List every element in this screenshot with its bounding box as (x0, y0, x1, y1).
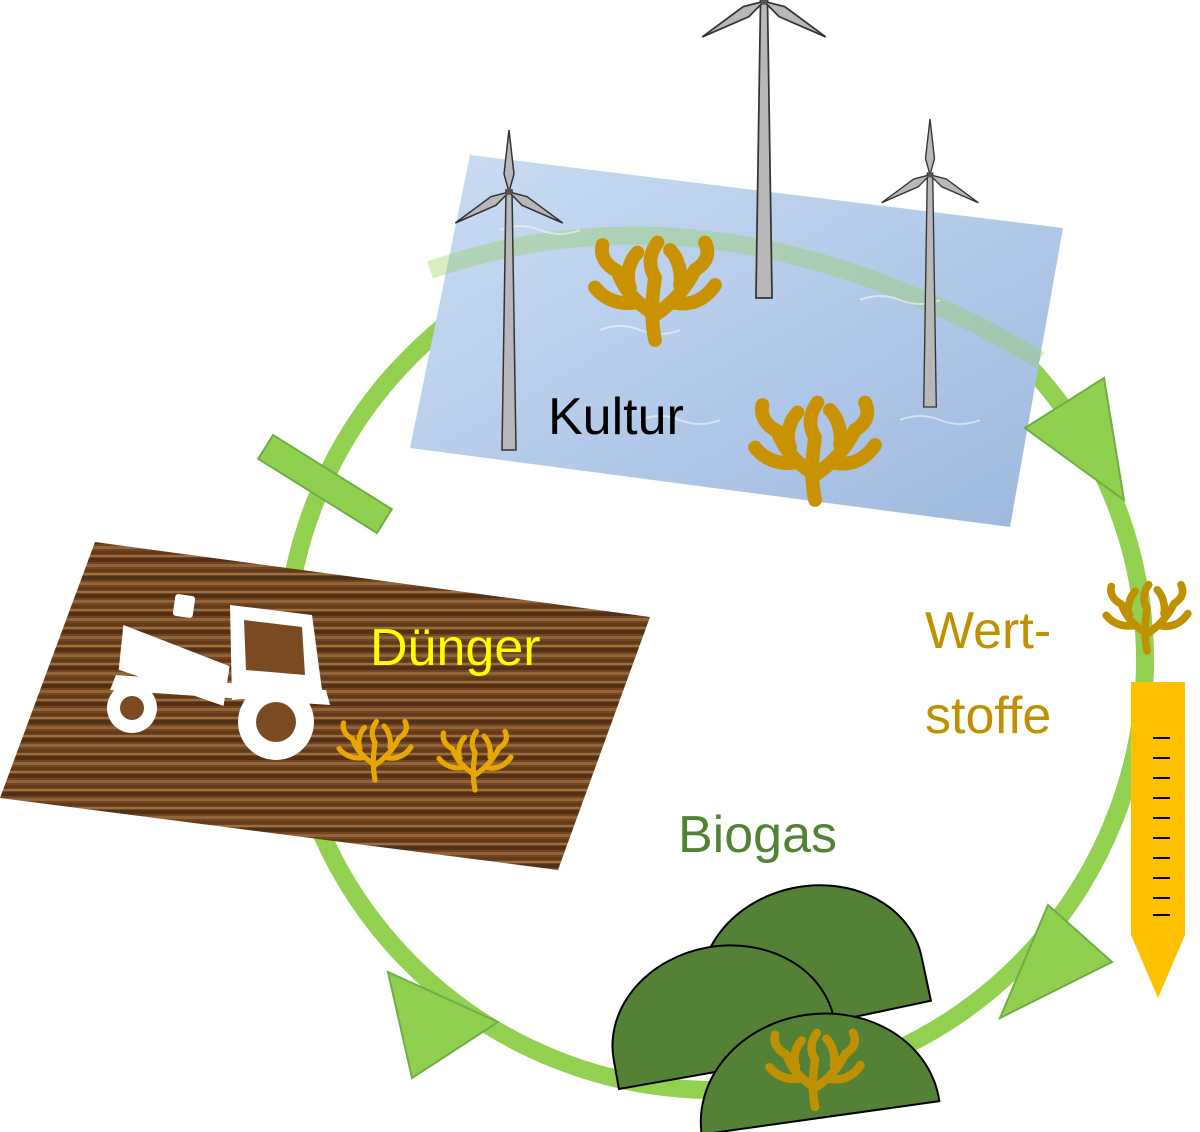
stop-bar-icon (256, 433, 394, 535)
tractor-icon (107, 594, 330, 760)
seaweed-icon (1106, 585, 1188, 651)
duenger-label: Dünger (370, 619, 541, 677)
cycle-arrow-icon (1023, 376, 1126, 503)
biogas-label: Biogas (678, 806, 837, 864)
cycle-arrow-icon (998, 903, 1114, 1021)
wertstoffe-label-line2: stoffe (925, 687, 1051, 745)
cycle-arrow-icon (386, 970, 501, 1080)
field-panel (0, 542, 650, 870)
kultur-label: Kultur (548, 388, 684, 446)
test-tube-icon (1131, 682, 1185, 998)
wertstoffe-label-line1: Wert- (925, 602, 1051, 660)
